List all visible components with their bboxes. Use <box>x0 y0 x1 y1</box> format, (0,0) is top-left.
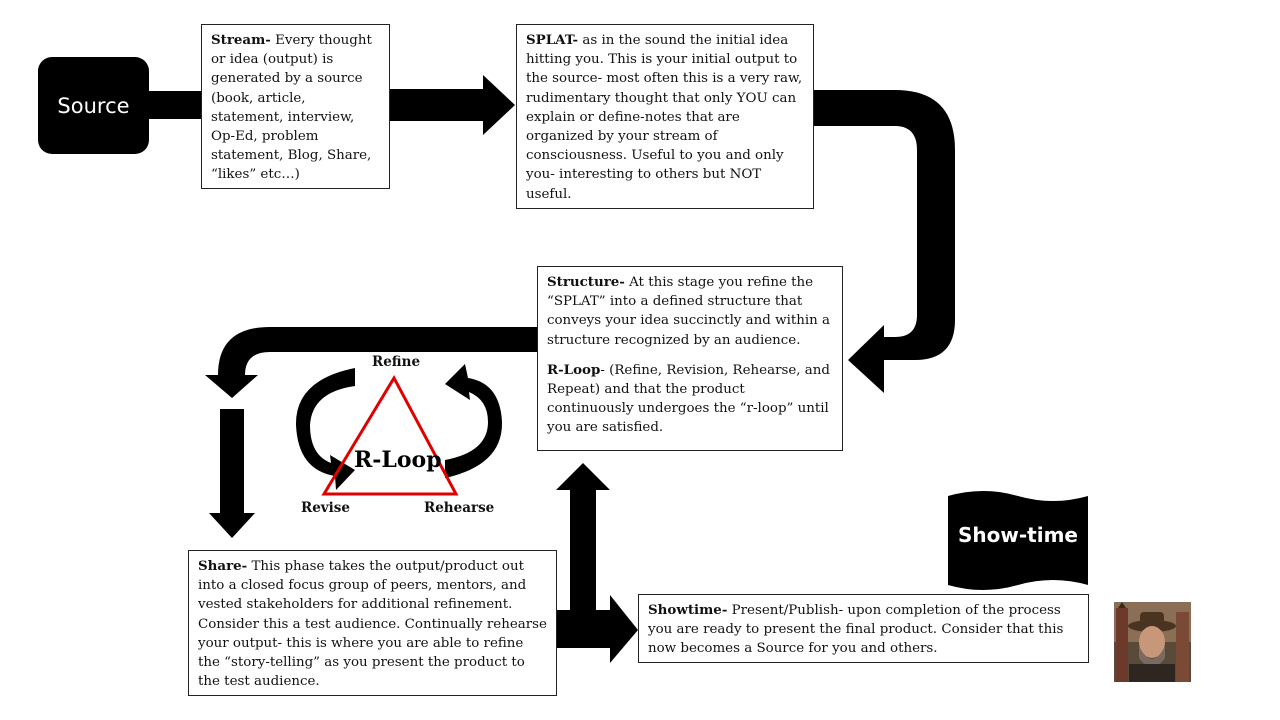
share-title: Share- <box>198 558 248 574</box>
showtime-text: Present/Publish- upon completion of the … <box>648 603 1064 657</box>
share-to-showtime-arrow <box>557 595 638 663</box>
share-text: This phase takes the output/product out … <box>198 559 547 690</box>
rloop-center-label: R-Loop <box>354 447 442 473</box>
structure-text: At this stage you refine the “SPLAT” int… <box>547 275 831 348</box>
source-label: Source <box>57 93 130 118</box>
rloop-refine-label: Refine <box>372 354 421 370</box>
splat-title: SPLAT- <box>526 32 579 48</box>
showtime-box: Showtime- Present/Publish- upon completi… <box>638 594 1089 663</box>
structure-share-double-arrow <box>556 463 610 610</box>
splat-box: SPLAT- as in the sound the initial idea … <box>516 24 814 209</box>
structure-box: Structure- At this stage you refine the … <box>537 266 843 451</box>
rloop-rehearse-label: Rehearse <box>424 500 495 516</box>
structure-title: Structure- <box>547 274 625 290</box>
showtime-banner-label: Show-time <box>958 523 1078 547</box>
rloop-revise-label: Revise <box>301 500 350 516</box>
rloop-left-arc <box>295 368 355 490</box>
share-box: Share- This phase takes the output/produ… <box>188 550 557 696</box>
showtime-banner-shape <box>948 491 1088 590</box>
down-to-share-arrow <box>209 409 255 538</box>
rloop-triangle <box>321 374 459 496</box>
author-avatar <box>1114 602 1191 682</box>
splat-to-structure-arrow <box>813 90 955 393</box>
stream-text: Every thought or idea (output) is genera… <box>211 33 372 183</box>
source-node: Source <box>38 57 149 154</box>
stream-title: Stream- <box>211 32 271 48</box>
source-to-stream-bar <box>148 91 203 119</box>
stream-box: Stream- Every thought or idea (output) i… <box>201 24 390 189</box>
showtime-title: Showtime- <box>648 602 728 618</box>
structure-to-share-arrow <box>205 327 538 398</box>
stream-to-splat-arrow <box>389 75 515 135</box>
structure-rloop-title: R-Loop <box>547 361 601 378</box>
structure-rloop-text: - (Refine, Revision, Rehearse, and Repea… <box>547 362 830 436</box>
rloop-right-arc <box>445 364 503 478</box>
splat-text: as in the sound the initial idea hitting… <box>526 33 803 202</box>
